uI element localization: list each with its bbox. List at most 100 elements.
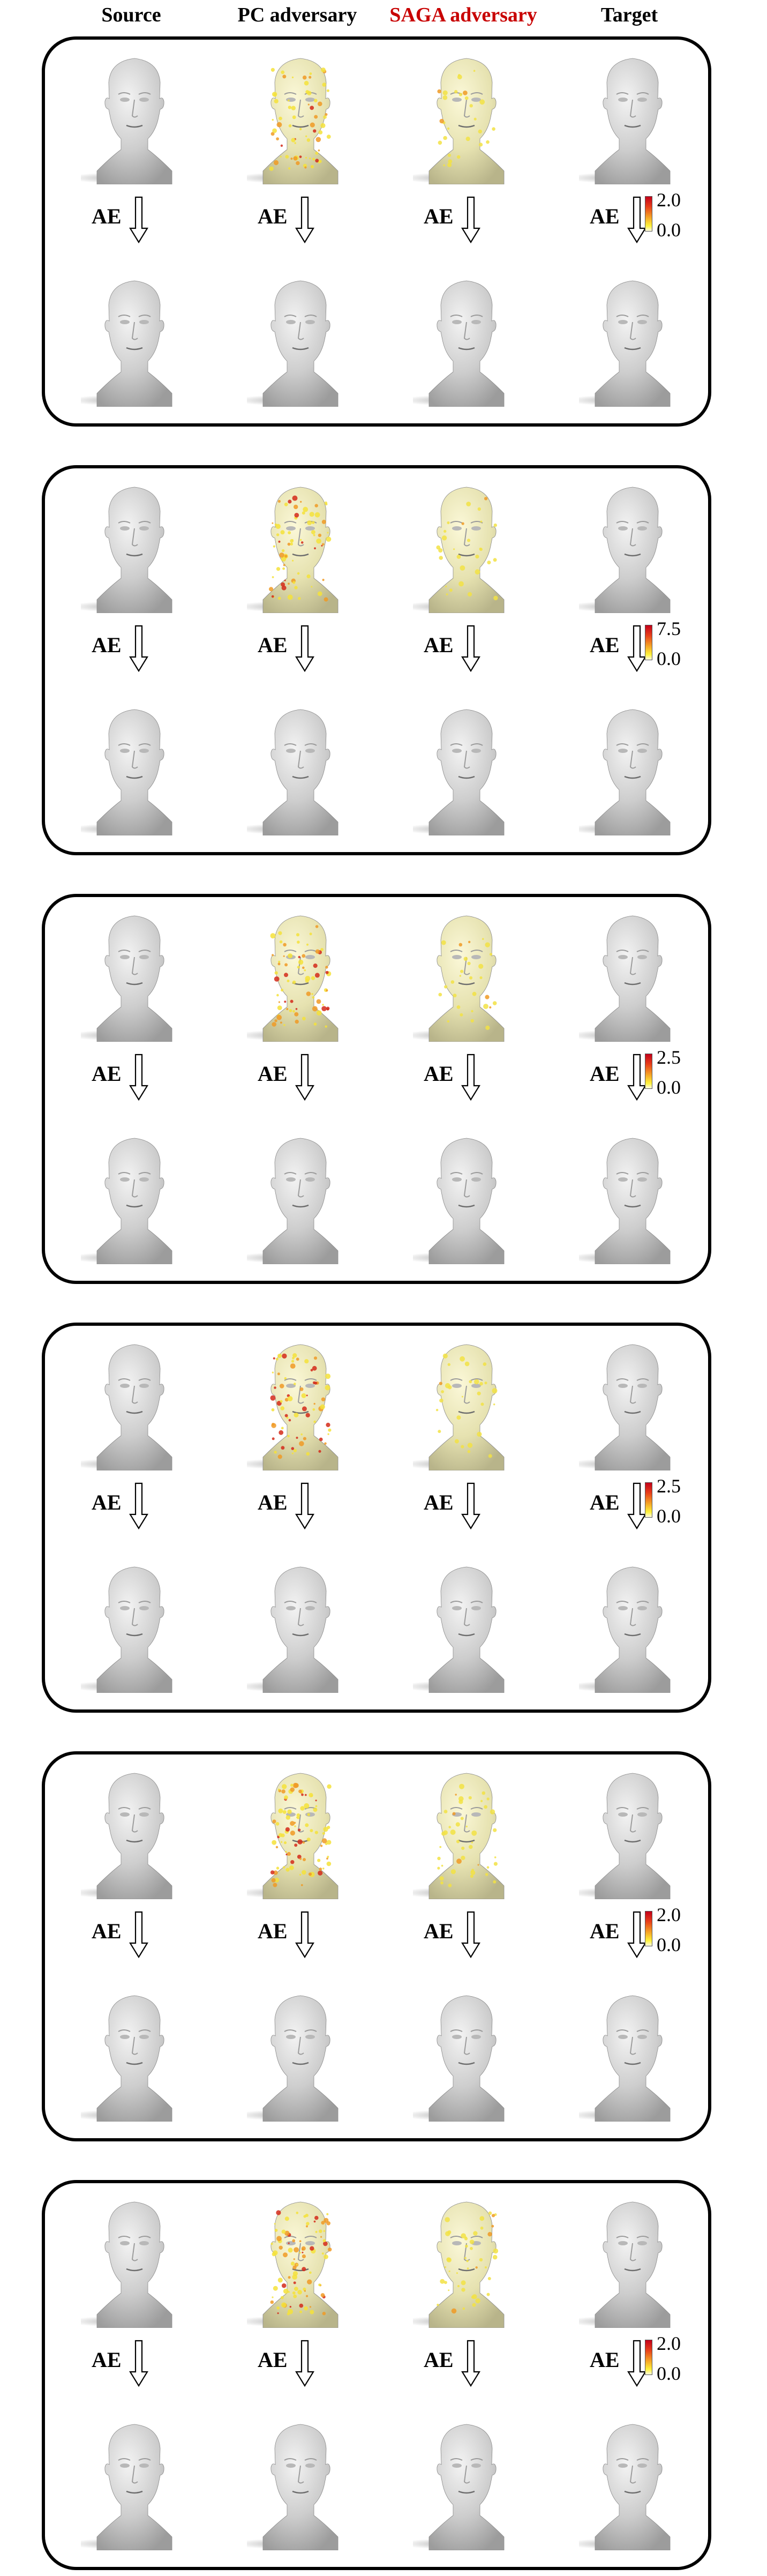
down-arrow-icon xyxy=(294,1911,315,1962)
error-colorbar xyxy=(645,2340,652,2375)
head-mesh-source-reconstruction xyxy=(67,1559,188,1696)
colorbar-max-label: 2.0 xyxy=(657,189,681,211)
ae-label: AE xyxy=(424,1919,454,1943)
head-mesh-saga-adversary-input xyxy=(400,908,520,1044)
head-mesh-saga-adversary-input xyxy=(400,1765,520,1902)
error-colorbar xyxy=(645,1911,652,1946)
error-colorbar xyxy=(645,196,652,232)
head-mesh-target-input xyxy=(566,50,686,187)
colorbar-min-label: 0.0 xyxy=(657,1505,681,1527)
colorbar-min-label: 0.0 xyxy=(657,1077,681,1098)
column-header-saga-adversary: SAGA adversary xyxy=(389,4,537,26)
head-mesh-pc-adversary-input xyxy=(234,479,354,616)
head-mesh-source-input xyxy=(67,1765,188,1902)
ae-label: AE xyxy=(258,204,288,228)
ae-label: AE xyxy=(92,2348,122,2372)
head-mesh-saga-adversary-input xyxy=(400,479,520,616)
head-mesh-pc-adversary-input xyxy=(234,1765,354,1902)
head-mesh-source-input xyxy=(67,908,188,1044)
down-arrow-icon xyxy=(128,196,149,247)
ae-label: AE xyxy=(258,633,288,657)
head-mesh-target-reconstruction xyxy=(566,1988,686,2124)
head-mesh-target-reconstruction xyxy=(566,1559,686,1696)
head-mesh-source-input xyxy=(67,50,188,187)
head-mesh-saga-adversary-input xyxy=(400,1336,520,1473)
down-arrow-icon xyxy=(460,196,482,247)
ae-label: AE xyxy=(590,633,620,657)
head-mesh-target-input xyxy=(566,1336,686,1473)
head-mesh-source-reconstruction xyxy=(67,1130,188,1267)
head-mesh-saga-adversary-reconstruction xyxy=(400,273,520,409)
down-arrow-icon xyxy=(294,625,315,676)
head-mesh-pc-adversary-reconstruction xyxy=(234,1559,354,1696)
down-arrow-icon xyxy=(128,1911,149,1962)
down-arrow-icon xyxy=(460,2340,482,2391)
ae-label: AE xyxy=(92,633,122,657)
head-mesh-source-input xyxy=(67,479,188,616)
colorbar-max-label: 2.5 xyxy=(657,1047,681,1068)
down-arrow-icon xyxy=(626,2340,648,2391)
down-arrow-icon xyxy=(128,1482,149,1533)
head-mesh-pc-adversary-reconstruction xyxy=(234,273,354,409)
down-arrow-icon xyxy=(460,1482,482,1533)
down-arrow-icon xyxy=(294,196,315,247)
error-colorbar xyxy=(645,1482,652,1518)
ae-label: AE xyxy=(424,633,454,657)
down-arrow-icon xyxy=(460,625,482,676)
down-arrow-icon xyxy=(626,1482,648,1533)
column-header-source: Source xyxy=(101,4,161,26)
head-mesh-pc-adversary-reconstruction xyxy=(234,701,354,838)
down-arrow-icon xyxy=(294,2340,315,2391)
head-mesh-source-reconstruction xyxy=(67,2416,188,2553)
head-mesh-pc-adversary-input xyxy=(234,50,354,187)
head-mesh-saga-adversary-input xyxy=(400,50,520,187)
colorbar-max-label: 7.5 xyxy=(657,618,681,639)
head-mesh-pc-adversary-reconstruction xyxy=(234,2416,354,2553)
down-arrow-icon xyxy=(128,2340,149,2391)
ae-label: AE xyxy=(92,204,122,228)
column-header-pc-adversary: PC adversary xyxy=(237,4,357,26)
ae-label: AE xyxy=(258,1919,288,1943)
head-mesh-saga-adversary-reconstruction xyxy=(400,701,520,838)
ae-label: AE xyxy=(424,2348,454,2372)
ae-label: AE xyxy=(258,2348,288,2372)
head-mesh-target-input xyxy=(566,908,686,1044)
head-mesh-source-reconstruction xyxy=(67,273,188,409)
panel-2: AE AE AE AE 7.5 0.0 xyxy=(42,465,711,855)
head-mesh-source-input xyxy=(67,2194,188,2331)
down-arrow-icon xyxy=(626,625,648,676)
down-arrow-icon xyxy=(626,1054,648,1104)
ae-label: AE xyxy=(590,1490,620,1514)
ae-label: AE xyxy=(258,1062,288,1086)
ae-label: AE xyxy=(92,1919,122,1943)
colorbar-min-label: 0.0 xyxy=(657,1934,681,1955)
head-mesh-pc-adversary-reconstruction xyxy=(234,1130,354,1267)
head-mesh-pc-adversary-input xyxy=(234,1336,354,1473)
error-colorbar xyxy=(645,625,652,660)
ae-label: AE xyxy=(424,1062,454,1086)
ae-label: AE xyxy=(590,1919,620,1943)
head-mesh-saga-adversary-reconstruction xyxy=(400,2416,520,2553)
head-mesh-pc-adversary-input xyxy=(234,2194,354,2331)
ae-label: AE xyxy=(590,204,620,228)
head-mesh-source-reconstruction xyxy=(67,1988,188,2124)
down-arrow-icon xyxy=(128,625,149,676)
colorbar-min-label: 0.0 xyxy=(657,648,681,669)
down-arrow-icon xyxy=(460,1911,482,1962)
head-mesh-saga-adversary-reconstruction xyxy=(400,1559,520,1696)
head-mesh-saga-adversary-input xyxy=(400,2194,520,2331)
ae-label: AE xyxy=(424,1490,454,1514)
head-mesh-source-input xyxy=(67,1336,188,1473)
error-colorbar xyxy=(645,1054,652,1089)
head-mesh-source-reconstruction xyxy=(67,701,188,838)
down-arrow-icon xyxy=(294,1054,315,1104)
down-arrow-icon xyxy=(460,1054,482,1104)
ae-label: AE xyxy=(92,1062,122,1086)
head-mesh-saga-adversary-reconstruction xyxy=(400,1988,520,2124)
down-arrow-icon xyxy=(294,1482,315,1533)
